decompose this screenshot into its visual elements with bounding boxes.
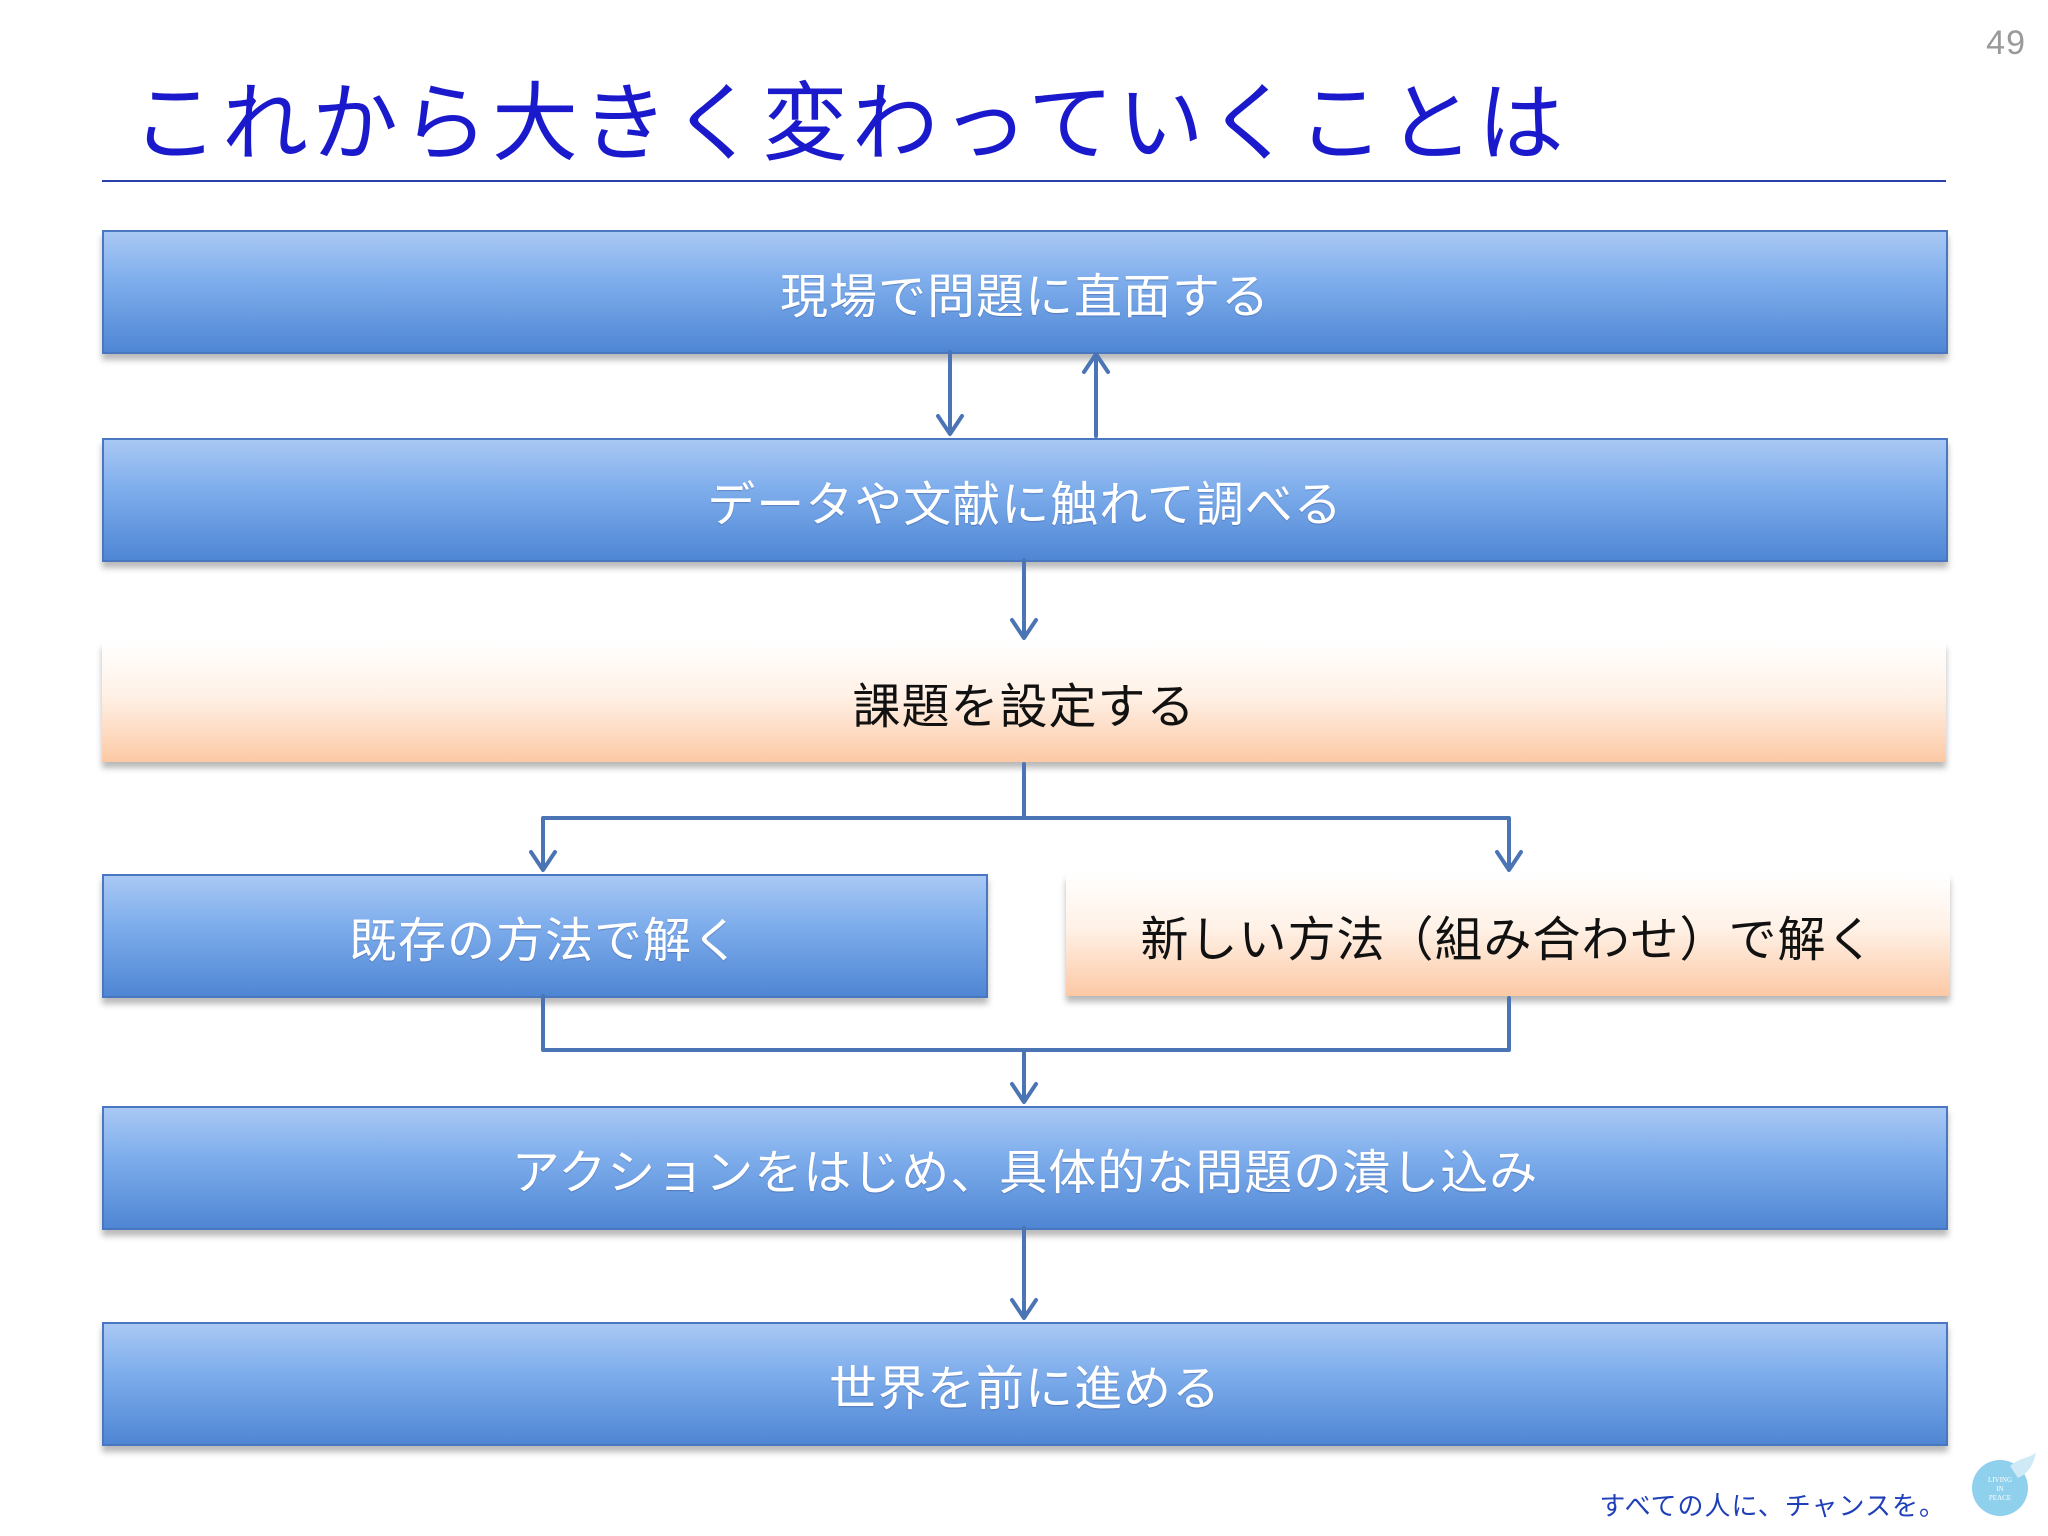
flow-box-label: 課題を設定する — [852, 679, 1196, 735]
flow-box-label: 既存の方法で解く — [348, 913, 741, 969]
connector-split — [541, 816, 1511, 870]
flow-box-face-problem: 現場で問題に直面する — [102, 230, 1948, 354]
flow-box-research: データや文献に触れて調べる — [102, 438, 1948, 562]
arrowhead-down-icon — [1495, 850, 1523, 872]
title-divider — [102, 180, 1946, 182]
arrowhead-down-icon — [529, 850, 557, 872]
arrowhead-down-icon — [1010, 1082, 1038, 1104]
arrowhead-down-icon — [1010, 618, 1038, 640]
flow-box-existing-method: 既存の方法で解く — [102, 874, 988, 998]
logo-text-line: LIVING — [1988, 1476, 2012, 1484]
flow-box-label: アクションをはじめ、具体的な問題の潰し込み — [511, 1145, 1539, 1201]
flow-box-new-method: 新しい方法（組み合わせ）で解く — [1066, 874, 1950, 996]
logo-text-line: IN — [1996, 1485, 2003, 1493]
arrowhead-up-icon — [1082, 352, 1110, 374]
footer-tagline: すべての人に、チャンスを。 — [1599, 1492, 1946, 1522]
flow-box-label: 新しい方法（組み合わせ）で解く — [1140, 912, 1876, 968]
flow-box-label: 現場で問題に直面する — [779, 269, 1270, 325]
arrowhead-down-icon — [936, 414, 964, 436]
arrowhead-down-icon — [1010, 1298, 1038, 1320]
page-number: 49 — [1986, 24, 2026, 62]
connector-merge — [541, 994, 1511, 1052]
flow-box-label: データや文献に触れて調べる — [707, 477, 1343, 533]
logo-text-line: PEACE — [1989, 1494, 2011, 1502]
flow-box-move-world-forward: 世界を前に進める — [102, 1322, 1948, 1446]
slide-title: これから大きく変わっていくことは — [132, 74, 1568, 174]
flow-box-define-issue: 課題を設定する — [102, 642, 1946, 762]
dove-globe-logo-icon: LIVING IN PEACE — [1972, 1452, 2036, 1516]
flow-box-take-action: アクションをはじめ、具体的な問題の潰し込み — [102, 1106, 1948, 1230]
flow-box-label: 世界を前に進める — [828, 1361, 1221, 1417]
